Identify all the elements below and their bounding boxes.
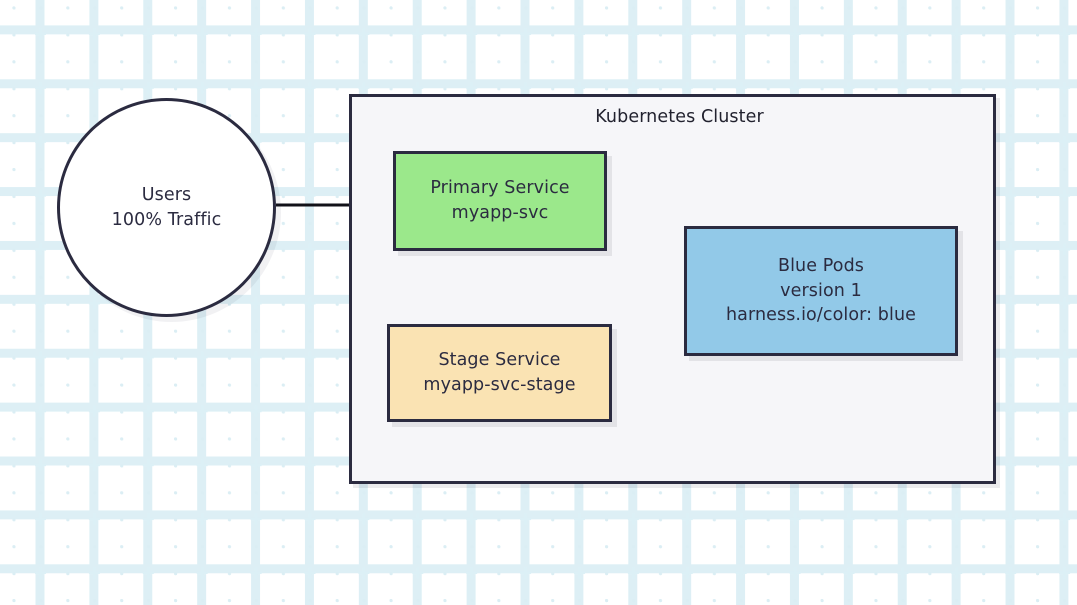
cluster-title: Kubernetes Cluster — [595, 107, 764, 127]
primary-service-node[interactable]: Primary Service myapp-svc — [393, 151, 607, 251]
stage-service-name: myapp-svc-stage — [423, 375, 576, 395]
stage-service-title: Stage Service — [438, 350, 561, 371]
users-node[interactable]: Users 100% Traffic — [57, 98, 276, 317]
blue-pods-label: harness.io/color: blue — [725, 305, 917, 326]
blue-pods-node[interactable]: Blue Pods version 1 harness.io/color: bl… — [684, 226, 958, 356]
users-label-primary: Users — [141, 184, 192, 205]
primary-service-name: myapp-svc — [451, 203, 549, 223]
blue-pods-title: Blue Pods — [777, 255, 865, 276]
primary-service-title: Primary Service — [430, 178, 570, 199]
users-label-traffic: 100% Traffic — [111, 209, 222, 230]
stage-service-node[interactable]: Stage Service myapp-svc-stage — [387, 324, 612, 422]
blue-pods-version: version 1 — [780, 280, 862, 301]
